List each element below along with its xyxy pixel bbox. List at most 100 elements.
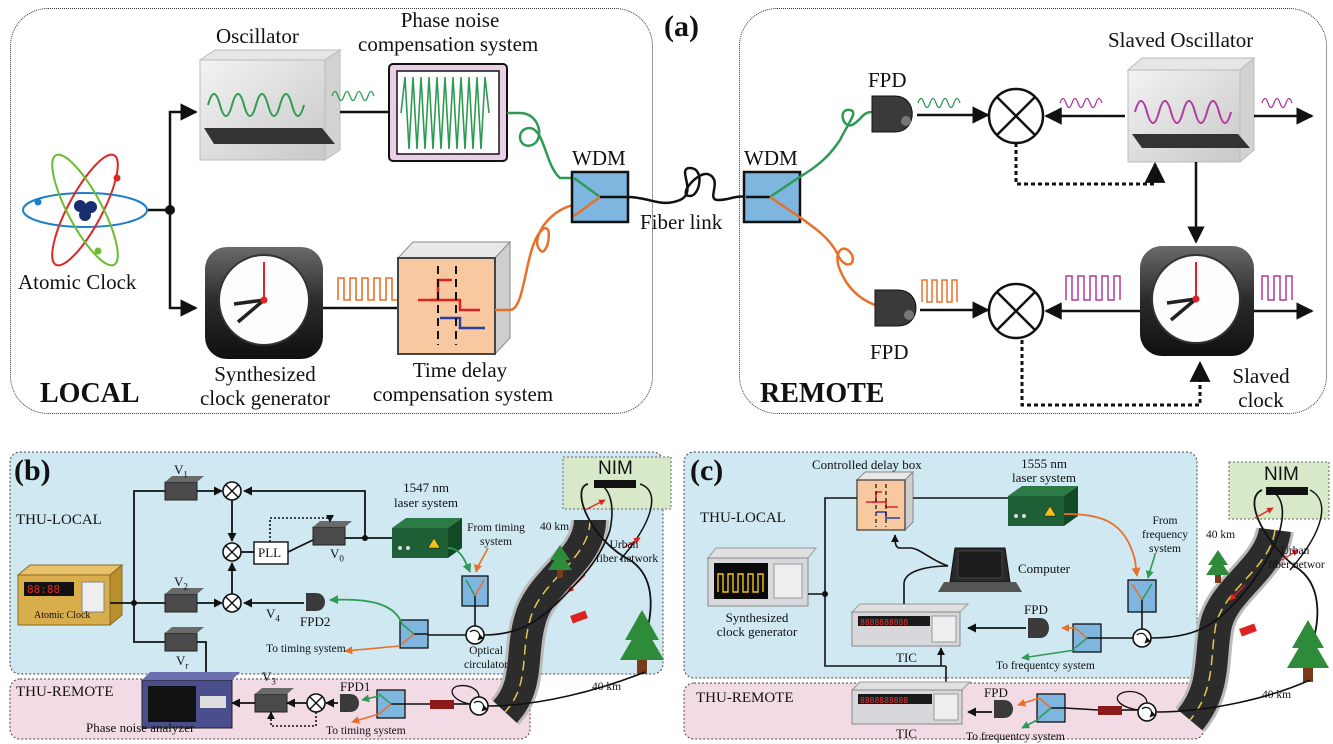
optical-circulator-icon [465, 625, 485, 645]
time-delay-label-2: compensation system [372, 382, 554, 406]
from-freq-label-1: From [1152, 515, 1178, 527]
nim-c-icon [1266, 487, 1308, 495]
slaved-clock-label-2: clock [1238, 388, 1284, 412]
wdm-b2-icon [399, 619, 429, 649]
slaved-clock-icon [1140, 246, 1254, 356]
oscillator-label: Oscillator [216, 24, 299, 48]
computer-label: Computer [1018, 561, 1070, 576]
amplifier-v0-icon [312, 521, 352, 546]
wdm-left-icon [570, 170, 630, 224]
nim-b-icon [594, 480, 636, 488]
panel-b-tag: (b) [14, 454, 51, 487]
svg-text:88:88: 88:88 [27, 583, 60, 596]
oscillator-icon [198, 49, 342, 161]
from-timing-label-1: From timing [467, 522, 525, 534]
pll-box [253, 541, 289, 565]
laser-1555-label-2: laser system [1012, 470, 1076, 485]
mixer-b4-icon [306, 693, 326, 713]
tic-remote-label: TIC [896, 726, 917, 741]
wdm-right-icon [742, 170, 802, 224]
wdm-right-label: WDM [744, 146, 798, 170]
fiber-spool-b-icon [430, 700, 454, 709]
tree-icon [1206, 550, 1230, 583]
panel-b-local-bg [9, 451, 664, 675]
fiber-link-label: Fiber link [640, 210, 723, 234]
from-freq-label-2: frequency [1142, 529, 1188, 541]
mixer-b2-icon [222, 542, 242, 562]
nim-c-label: NIM [1264, 464, 1299, 485]
phase-noise-label-1: Phase noise [400, 8, 500, 32]
mixer-top-icon [987, 87, 1045, 145]
time-delay-label-1: Time delay [412, 358, 508, 382]
panel-b-thu-local: THU-LOCAL [16, 512, 102, 528]
amplifier-v2-icon [164, 588, 204, 613]
to-freq-label-2: To frequentcy system [966, 731, 1065, 743]
wdm-b3-icon [376, 689, 406, 719]
urban-b-label-1: Urban [609, 539, 639, 551]
urban-c-label-2: fiber networ [1268, 559, 1325, 571]
laser-1547-icon [392, 518, 462, 558]
from-freq-label-3: system [1149, 543, 1181, 555]
circulator-c-remote-icon [1137, 702, 1157, 722]
fpd-c-remote-icon [994, 700, 1013, 718]
panel-c-thu-local: THU-LOCAL [700, 510, 786, 526]
fiber-link-icon [627, 166, 747, 205]
panel-c-thu-remote: THU-REMOTE [696, 690, 794, 706]
circulator-b-remote-icon [469, 696, 489, 716]
fpd-c-local-label: FPD [1024, 602, 1048, 617]
fpd-c-remote-label: FPD [984, 685, 1008, 700]
fpd1-label: FPD1 [340, 679, 371, 694]
km-b-bottom-label: 40 km [592, 681, 622, 693]
amplifier-v1-icon [164, 476, 204, 501]
phase-noise-label-2: compensation system [358, 32, 539, 56]
fpd-bottom-label: FPD [870, 340, 909, 364]
km-c-bottom-label: 40 km [1262, 689, 1292, 701]
pll-label: PLL [258, 545, 282, 560]
svg-text:8888888888: 8888888888 [860, 696, 908, 705]
v3-label: V3 [262, 669, 276, 687]
slaved-oscillator-icon [1126, 56, 1256, 164]
synthesized-clock-icon [205, 247, 323, 359]
urban-b-label-2: fiber network [595, 553, 659, 565]
atomic-clock-icon [22, 153, 148, 267]
local-panel [10, 8, 653, 414]
synth-c-label-2: clock generator [716, 624, 798, 639]
wdm-c1-icon [1127, 579, 1157, 613]
fpd2-icon [306, 593, 325, 611]
fpd2-label: FPD2 [300, 614, 331, 629]
local-title: LOCAL [40, 378, 140, 409]
controlled-delay-box-icon [855, 470, 915, 532]
fpd-bottom-icon [874, 289, 917, 327]
fpd-top-icon [871, 95, 913, 133]
tic-remote-icon: 8888888888 [850, 681, 972, 725]
circulator-label-1: Optical [469, 645, 503, 657]
computer-icon [938, 547, 1022, 592]
remote-title: REMOTE [760, 378, 885, 409]
fpd1-icon [340, 694, 359, 712]
synthesized-clock-generator-c-icon [706, 547, 818, 607]
slaved-clock-label-1: Slaved [1232, 364, 1290, 388]
tic-local-icon: 8888888888 [850, 603, 970, 647]
road-c-icon [1174, 525, 1294, 733]
mixer-b3-icon [222, 593, 242, 613]
slaved-oscillator-label: Slaved Oscillator [1108, 28, 1254, 52]
tree-icon [620, 610, 664, 674]
circulator-c-local-icon [1132, 628, 1152, 648]
phase-noise-analyzer-label: Phase noise analyzer [86, 720, 195, 735]
tree-icon [1287, 620, 1329, 682]
laser-1547-label-2: laser system [394, 495, 458, 510]
fiber-spool-c-icon [1098, 706, 1122, 715]
km-c-top-label: 40 km [1206, 529, 1236, 541]
panel-a-tag: (a) [664, 10, 699, 43]
laser-1555-label-1: 1555 nm [1021, 456, 1067, 471]
wdm-c2-icon [1072, 623, 1102, 653]
v1-label: V1 [174, 462, 188, 480]
synth-label-2: clock generator [199, 386, 330, 410]
wdm-left-label: WDM [572, 146, 626, 170]
fpd-c-local-icon [1028, 618, 1049, 638]
km-b-top-label: 40 km [540, 521, 570, 533]
atomic-clock-device-label: Atomic Clock [34, 610, 91, 621]
urban-c-label-1: Urban [1280, 545, 1310, 557]
fpd-top-label: FPD [868, 68, 907, 92]
